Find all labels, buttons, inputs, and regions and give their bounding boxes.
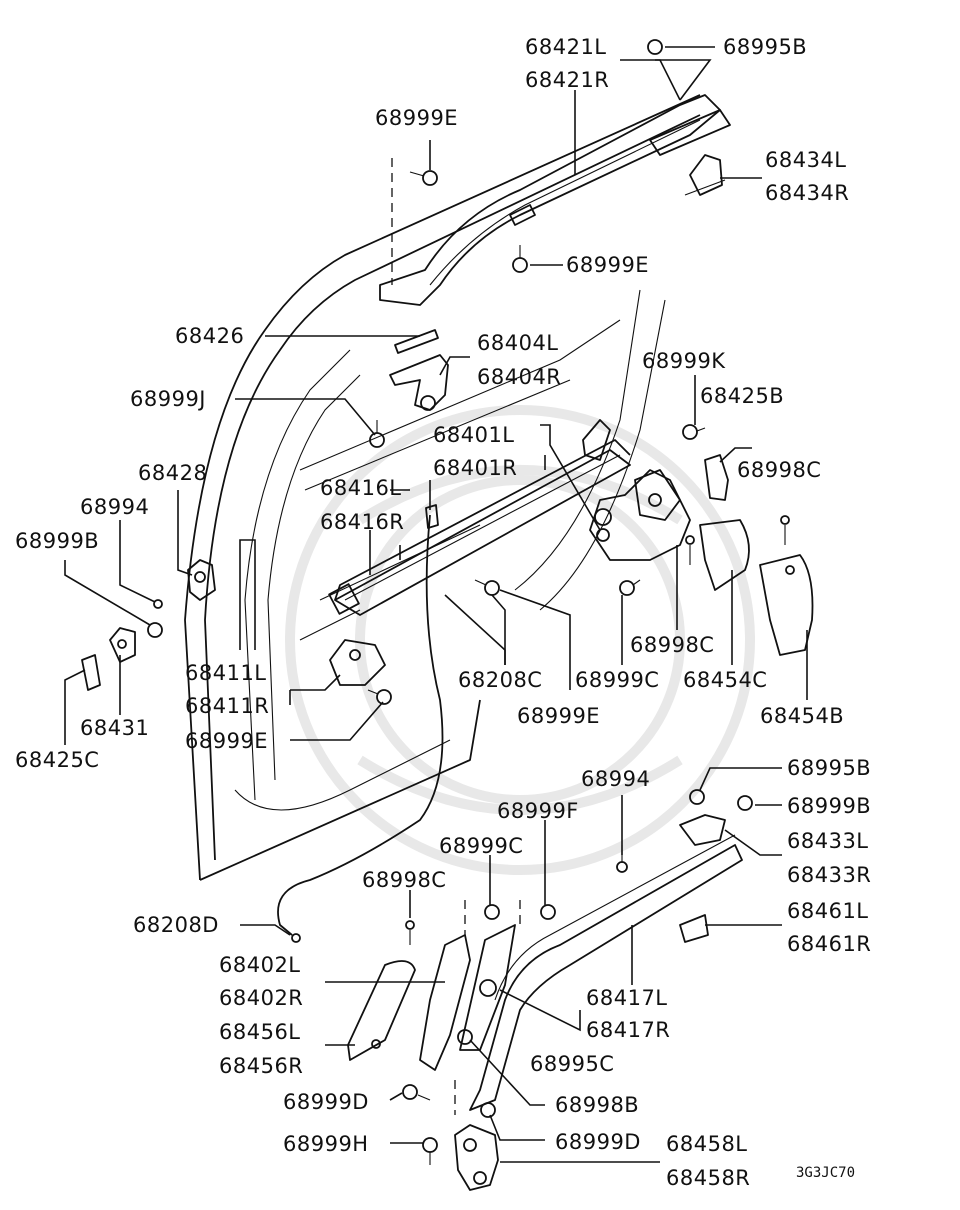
- watermark-emblem: [285, 405, 755, 875]
- label-68999K: 68999K: [642, 349, 726, 373]
- label-68999E: 68999E: [375, 106, 459, 130]
- leader-lines: [64, 46, 808, 1163]
- label-68402R: 68402R: [219, 986, 304, 1010]
- label-68994: 68994: [80, 495, 150, 519]
- lower-rail-68417: [469, 834, 743, 1111]
- assembly-dashes: [391, 158, 521, 1115]
- label-68434L: 68434L: [765, 148, 847, 172]
- label-68431: 68431: [80, 716, 150, 740]
- label-68411R: 68411R: [185, 694, 270, 718]
- cable-68208: [277, 504, 444, 943]
- label-68417R: 68417R: [586, 1018, 671, 1042]
- label-68995C: 68995C: [530, 1052, 615, 1076]
- label-68458L: 68458L: [666, 1132, 748, 1156]
- label-68999B: 68999B: [15, 529, 100, 553]
- label-68402L: 68402L: [219, 953, 301, 977]
- label-68404R: 68404R: [477, 365, 562, 389]
- label-68208D: 68208D: [133, 913, 219, 937]
- bracket-68404: [389, 354, 449, 411]
- label-68434R: 68434R: [765, 181, 850, 205]
- drawing-code: 3G3JC70: [796, 1165, 856, 1181]
- latch-68401: [582, 419, 691, 561]
- bracket-68434: [684, 154, 726, 196]
- handle-68411: [329, 639, 386, 686]
- label-68999F: 68999F: [497, 799, 579, 823]
- label-68401L: 68401L: [433, 423, 515, 447]
- striker-68428: [187, 559, 216, 601]
- label-68999B: 68999B: [787, 794, 872, 818]
- cover-68454C: [699, 519, 750, 591]
- plate-68426: [394, 329, 439, 354]
- plate-68425C: [81, 654, 101, 691]
- hinge-68402: [419, 924, 516, 1071]
- label-68998C: 68998C: [630, 633, 715, 657]
- label-68456L: 68456L: [219, 1020, 301, 1044]
- fasteners: [147, 39, 790, 1165]
- label-68995B: 68995B: [723, 35, 808, 59]
- label-68999C: 68999C: [439, 834, 524, 858]
- cover-68454B: [759, 554, 814, 656]
- label-68454B: 68454B: [760, 704, 845, 728]
- striker-68431: [109, 627, 136, 663]
- label-68421L: 68421L: [525, 35, 607, 59]
- label-68999E: 68999E: [185, 729, 269, 753]
- label-68404L: 68404L: [477, 331, 559, 355]
- label-68458R: 68458R: [666, 1166, 751, 1190]
- label-68433R: 68433R: [787, 863, 872, 887]
- label-68998C: 68998C: [737, 458, 822, 482]
- label-68426: 68426: [175, 324, 245, 348]
- bracket-68433: [679, 814, 726, 846]
- channel-68416: [328, 439, 631, 616]
- label-68433L: 68433L: [787, 829, 869, 853]
- label-68999H: 68999H: [283, 1132, 369, 1156]
- label-68998B: 68998B: [555, 1093, 640, 1117]
- label-68425B: 68425B: [700, 384, 785, 408]
- door-panel: [184, 94, 701, 881]
- label-68461L: 68461L: [787, 899, 869, 923]
- label-68461R: 68461R: [787, 932, 872, 956]
- label-68421R: 68421R: [525, 68, 610, 92]
- upper-rail-68421: [379, 94, 731, 306]
- cover-68456: [347, 960, 416, 1061]
- label-68999J: 68999J: [130, 387, 206, 411]
- label-68401R: 68401R: [433, 456, 518, 480]
- label-68417L: 68417L: [586, 986, 668, 1010]
- label-68998C: 68998C: [362, 868, 447, 892]
- label-68999C: 68999C: [575, 668, 660, 692]
- label-68995B: 68995B: [787, 756, 872, 780]
- label-68411L: 68411L: [185, 661, 267, 685]
- label-68999E: 68999E: [566, 253, 650, 277]
- label-68999D: 68999D: [283, 1090, 369, 1114]
- label-68428: 68428: [138, 461, 208, 485]
- label-68425C: 68425C: [15, 748, 100, 772]
- label-68416L: 68416L: [320, 476, 402, 500]
- label-68456R: 68456R: [219, 1054, 304, 1078]
- label-68994: 68994: [581, 767, 651, 791]
- label-68454C: 68454C: [683, 668, 768, 692]
- label-68416R: 68416R: [320, 510, 405, 534]
- label-68999E: 68999E: [517, 704, 601, 728]
- label-68999D: 68999D: [555, 1130, 641, 1154]
- label-68208C: 68208C: [458, 668, 543, 692]
- roller-68458: [454, 1124, 499, 1191]
- plate-68425B: [704, 454, 729, 501]
